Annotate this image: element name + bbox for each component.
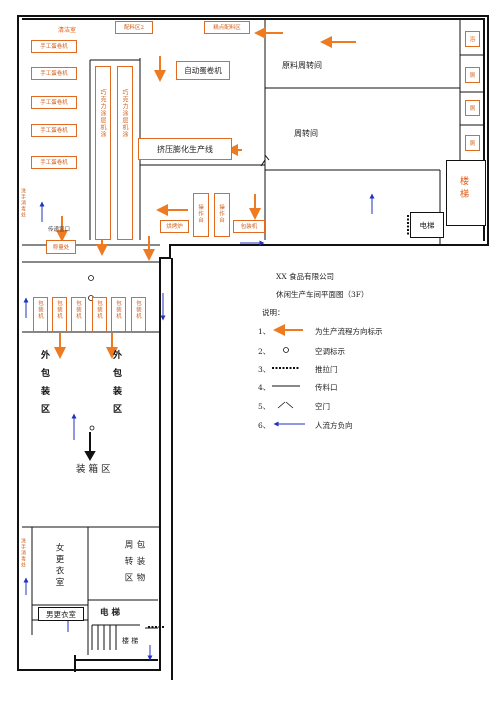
machine-chocolate-coat-2-label: 巧克力涂层机涂 xyxy=(121,89,128,138)
legend-num: 3、 xyxy=(258,365,271,374)
toilet-room-label: 厕 xyxy=(469,106,476,112)
legend-num: 5、 xyxy=(258,402,271,411)
machine-packer: 包装机 xyxy=(111,297,126,332)
male-changing-room: 男更衣室 xyxy=(38,607,84,621)
toilet-room-label: 厕 xyxy=(469,141,476,147)
male-changing-room-label: 男更衣室 xyxy=(46,610,76,619)
room-cleaning: 清洁室 xyxy=(58,27,77,34)
machine-chocolate-coat-1: 巧克力涂层机涂 xyxy=(95,66,111,240)
legend-subtitle: 休闲生产车间平面图（3F） xyxy=(276,290,369,299)
machine-hand-roll-label: 手工蛋卷机 xyxy=(40,128,68,134)
machine-hand-roll: 手工蛋卷机 xyxy=(31,124,77,137)
machine-auto-roll-label: 自动蛋卷机 xyxy=(184,66,222,75)
legend-text: 传料口 xyxy=(315,383,338,392)
machine-packer: 包装机 xyxy=(52,297,67,332)
toilet-room-label: 厕 xyxy=(469,73,476,79)
legend-text: 空门 xyxy=(315,402,330,411)
machine-hand-roll-label: 手工蛋卷机 xyxy=(40,44,68,50)
legend-company: XX 食品有限公司 xyxy=(276,272,335,281)
room-weekly-transfer: 周转间 xyxy=(294,129,318,138)
legend-symbols xyxy=(272,324,305,427)
machine-chocolate-coat-1-label: 巧克力涂层机涂 xyxy=(99,89,106,138)
legend-num: 1、 xyxy=(258,327,271,336)
machine-packer-label: 包装机 xyxy=(56,300,62,320)
female-changing-room: 女更衣室 xyxy=(54,543,64,589)
machine-packer-label: 包装机 xyxy=(135,300,141,320)
pack-material-zone: 包装物周转区 xyxy=(123,540,145,590)
machine-hand-roll: 手工蛋卷机 xyxy=(31,96,77,109)
stairs-bottom: 楼 梯 xyxy=(122,637,139,645)
transfer-window: 传递窗口 xyxy=(48,227,71,233)
machine-packer-label: 包装机 xyxy=(96,300,102,320)
machine-hand-roll-label: 手工蛋卷机 xyxy=(40,71,68,77)
legend-note: 说明： xyxy=(262,308,285,317)
boxing-arrow xyxy=(84,432,96,462)
machine-baking-oven: 烘烤炉 xyxy=(160,220,189,233)
weighing-station: 称量处 xyxy=(46,240,76,254)
legend-text: 推拉门 xyxy=(315,365,338,374)
sliding-door xyxy=(148,215,409,628)
legend-num: 6、 xyxy=(258,421,271,430)
bath-room: 浴 xyxy=(465,31,480,47)
machine-hand-roll-label: 手工蛋卷机 xyxy=(40,100,68,106)
machine-packer-top-label: 包装机 xyxy=(240,224,258,230)
machine-packer-top: 包装机 xyxy=(233,220,265,233)
outer-pack-zone-right: 外包装区 xyxy=(111,350,121,422)
machine-packer-label: 包装机 xyxy=(37,300,43,320)
machine-chocolate-coat-2: 巧克力涂层机涂 xyxy=(117,66,133,240)
machine-hand-roll: 手工蛋卷机 xyxy=(31,40,77,53)
legend-num: 2、 xyxy=(258,347,271,356)
machine-auto-roll: 自动蛋卷机 xyxy=(176,61,230,80)
machine-hand-roll-label: 手工蛋卷机 xyxy=(40,160,68,166)
machine-baking-oven-label: 烘烤炉 xyxy=(166,224,183,230)
elevator-right: 电梯 xyxy=(410,212,444,238)
elevator-right-label: 电梯 xyxy=(419,221,435,230)
room-ingredient2-label: 配料区2 xyxy=(124,25,144,31)
room-cake-ingredient: 糕点配料区 xyxy=(204,21,250,34)
machine-hand-roll: 手工蛋卷机 xyxy=(31,156,77,169)
room-raw-transfer: 原料周转间 xyxy=(282,61,322,70)
machine-extrusion-line-label: 挤压膨化生产线 xyxy=(157,145,213,154)
machine-packer: 包装机 xyxy=(71,297,86,332)
operation-table-1: 操作台 xyxy=(193,193,209,237)
sanitize-station-bottom: 洗手消毒处 xyxy=(20,538,26,568)
stairs-right-label: 楼梯 xyxy=(458,176,468,202)
toilet-room: 厕 xyxy=(465,100,480,116)
operation-table-2-label: 操作台 xyxy=(218,204,224,224)
legend-text: 人流方负向 xyxy=(315,421,353,430)
legend-text: 为生产流程方向标示 xyxy=(315,327,383,336)
open-doors xyxy=(260,87,300,167)
machine-packer-label: 包装机 xyxy=(75,300,81,320)
outer-pack-zone-left: 外包装区 xyxy=(39,350,49,422)
room-cake-ingredient-label: 糕点配料区 xyxy=(213,25,241,31)
room-ingredient2: 配料区2 xyxy=(115,21,153,34)
weighing-station-label: 称量处 xyxy=(52,245,70,251)
boxing-zone: 装 箱 区 xyxy=(76,464,111,475)
partitions xyxy=(22,20,484,655)
machine-packer: 包装机 xyxy=(131,297,146,332)
legend-num: 4、 xyxy=(258,383,271,392)
toilet-room: 厕 xyxy=(465,67,480,83)
bath-room-label: 浴 xyxy=(469,37,476,43)
machine-hand-roll: 手工蛋卷机 xyxy=(31,67,77,80)
stairs-hatch-bottom xyxy=(91,624,140,650)
toilet-room: 厕 xyxy=(465,135,480,151)
elevator-bottom: 电 梯 xyxy=(100,608,120,618)
sanitize-station: 洗手消毒处 xyxy=(20,188,26,218)
machine-extrusion-line: 挤压膨化生产线 xyxy=(138,138,232,160)
machine-packer-label: 包装机 xyxy=(115,300,121,320)
stairs-right: 楼梯 xyxy=(446,160,486,226)
machine-packer: 包装机 xyxy=(33,297,48,332)
legend-text: 空调标示 xyxy=(315,347,345,356)
operation-table-2: 操作台 xyxy=(214,193,230,237)
machine-packer: 包装机 xyxy=(92,297,107,332)
operation-table-1-label: 操作台 xyxy=(197,204,203,224)
